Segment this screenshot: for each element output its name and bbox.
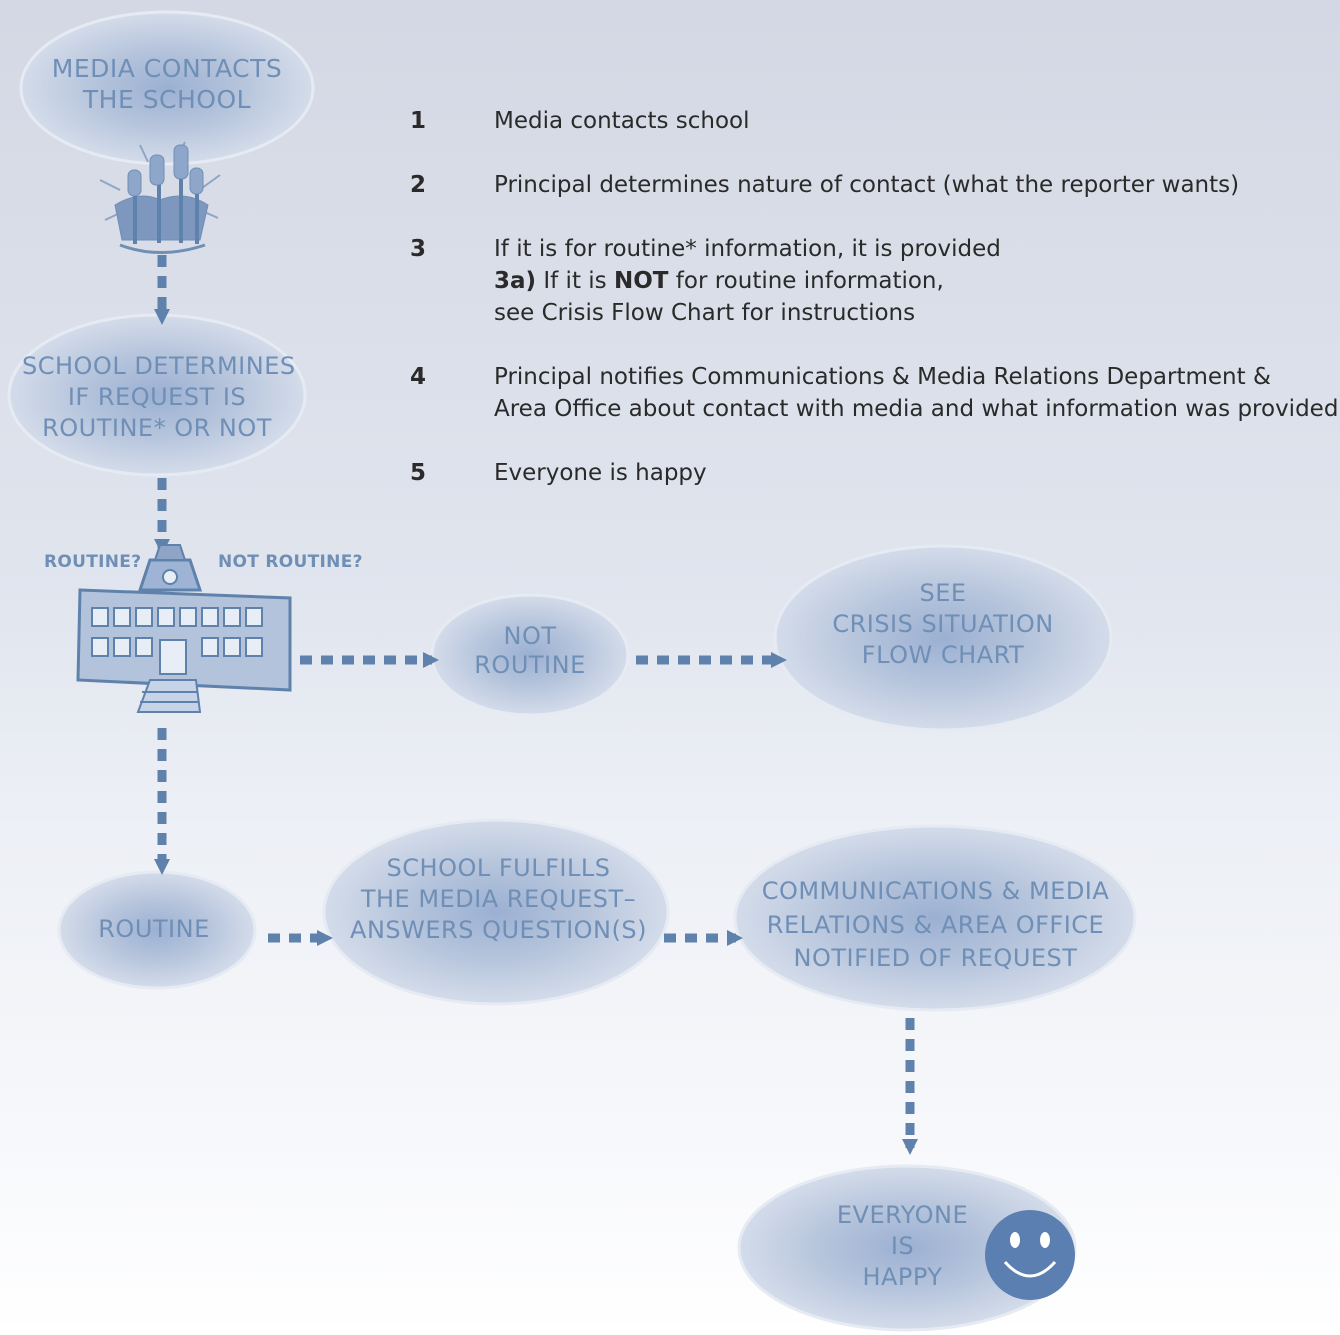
step-number: 5 [410, 460, 427, 486]
label-see-crisis: SEE CRISIS SITUATION FLOW CHART [818, 578, 1068, 672]
node-communications [733, 824, 1137, 1012]
node-media-contacts [19, 10, 315, 166]
label-line: MEDIA CONTACTS [51, 54, 283, 83]
sub-prefix: 3a) [494, 268, 537, 294]
label-line: FLOW CHART [861, 641, 1025, 670]
label-line: RELATIONS & AREA OFFICE [766, 910, 1105, 939]
connectors [154, 255, 918, 1155]
branch-label-not-routine: NOT ROUTINE? [218, 552, 363, 572]
label-school-determines: SCHOOL DETERMINES IF REQUEST IS ROUTINE*… [22, 351, 296, 445]
label-line: NOT [503, 622, 557, 650]
step-number: 1 [410, 108, 427, 134]
label-line: NOTIFIED OF REQUEST [793, 944, 1078, 973]
label-line: SCHOOL DETERMINES [22, 352, 296, 380]
step-text: Media contacts school [494, 108, 750, 134]
step-text: Area Office about contact with media and… [494, 396, 1339, 422]
label-line: HAPPY [862, 1263, 943, 1292]
label-school-fulfills: SCHOOL FULFILLS THE MEDIA REQUEST– ANSWE… [336, 853, 661, 947]
step-text: If it is for routine* information, it is… [494, 236, 1001, 262]
label-everyone-happy: EVERYONE IS HAPPY [820, 1200, 985, 1294]
step-text: Everyone is happy [494, 460, 707, 486]
step-text: Principal notifies Communications & Medi… [494, 364, 1271, 390]
label-media-contacts: MEDIA CONTACTS THE SCHOOL [37, 54, 297, 115]
step-number: 4 [410, 364, 427, 390]
sub-emphasis: NOT [613, 268, 669, 294]
microphones-icon [99, 141, 221, 254]
node-everyone-happy [737, 1164, 1077, 1332]
step-subtext: 3a) If it is NOT for routine information… [494, 265, 1001, 297]
label-line: SEE [919, 579, 967, 607]
label-communications: COMMUNICATIONS & MEDIA RELATIONS & AREA … [748, 875, 1123, 976]
label-line: EVERYONE [836, 1201, 969, 1229]
label-line: ROUTINE [98, 915, 210, 943]
label-not-routine: NOT ROUTINE [460, 622, 600, 681]
label-line: ROUTINE [474, 651, 586, 680]
branch-label-routine: ROUTINE? [44, 552, 142, 572]
step-subtext-line2: see Crisis Flow Chart for instructions [494, 300, 916, 326]
label-line: IF REQUEST IS [67, 383, 247, 412]
label-line: ROUTINE* OR NOT [42, 414, 272, 443]
label-routine: ROUTINE [84, 915, 224, 944]
label-line: ANSWERS QUESTION(S) [350, 916, 647, 945]
smiley-face-icon [985, 1210, 1075, 1300]
step-text: Principal determines nature of contact (… [494, 172, 1240, 198]
sub-after: for routine information, [675, 268, 944, 294]
sub-before: If it is [543, 268, 607, 294]
label-line: THE MEDIA REQUEST– [360, 885, 637, 914]
node-shapes [7, 10, 1137, 1332]
label-line: CRISIS SITUATION [832, 610, 1054, 639]
label-line: IS [890, 1232, 915, 1261]
label-line: COMMUNICATIONS & MEDIA [761, 877, 1110, 905]
label-line: THE SCHOOL [82, 84, 252, 114]
step-number: 3 [410, 236, 427, 262]
label-line: SCHOOL FULFILLS [386, 854, 611, 882]
step-number: 2 [410, 172, 427, 198]
school-building-icon [76, 544, 292, 713]
node-see-crisis [773, 544, 1113, 732]
node-school-fulfills [322, 818, 670, 1006]
